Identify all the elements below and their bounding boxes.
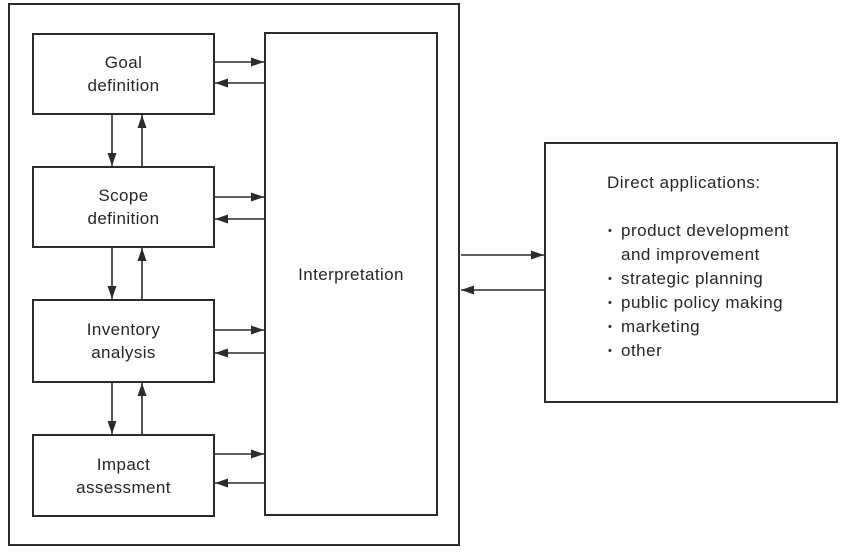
bullet-icon: • (608, 345, 613, 357)
bullet-icon: • (608, 321, 613, 333)
application-item-label: product development and improvement (621, 221, 790, 264)
scope-definition-label: Scope definition (87, 186, 160, 228)
application-item: • other (607, 339, 822, 363)
application-item-label: strategic planning (621, 269, 764, 288)
stage-inventory-analysis: Inventory analysis (32, 299, 215, 383)
bullet-icon: • (608, 225, 613, 237)
applications-list: • product development and improvement • … (607, 219, 822, 363)
application-item: • marketing (607, 315, 822, 339)
bullet-icon: • (608, 273, 613, 285)
application-item: • public policy making (607, 291, 822, 315)
application-item: • product development and improvement (607, 219, 822, 267)
stage-impact-assessment: Impact assessment (32, 434, 215, 517)
stage-interpretation: Interpretation (264, 32, 438, 516)
applications-title: Direct applications: (607, 173, 761, 192)
direct-applications-box: Direct applications: • product developme… (544, 142, 838, 403)
application-item-label: marketing (621, 317, 701, 336)
impact-assessment-label: Impact assessment (76, 454, 171, 497)
application-item: • strategic planning (607, 267, 822, 291)
stage-goal-definition: Goal definition (32, 33, 215, 115)
goal-definition-label: Goal definition (87, 53, 160, 95)
application-item-label: other (621, 341, 663, 360)
interpretation-label: Interpretation (298, 264, 404, 284)
stage-scope-definition: Scope definition (32, 166, 215, 248)
inventory-analysis-label: Inventory analysis (86, 320, 161, 362)
application-item-label: public policy making (621, 293, 784, 312)
bullet-icon: • (608, 297, 613, 309)
